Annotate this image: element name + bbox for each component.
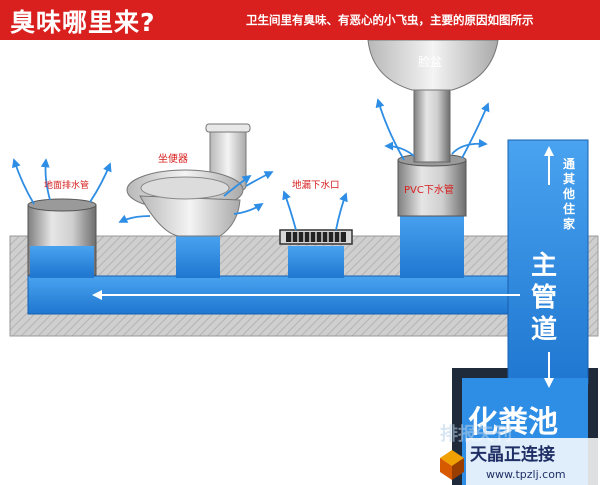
basin-label: 脸盆 xyxy=(418,55,442,69)
other-units-char: 住 xyxy=(563,201,575,216)
pvc-pipe-label: PVC下水管 xyxy=(404,183,454,196)
main-pipe-char: 主 xyxy=(531,251,557,281)
toilet-label: 坐便器 xyxy=(158,152,188,165)
pvc-drain-pipe xyxy=(397,87,467,217)
floor-drain-left-label: 地面排水管 xyxy=(44,179,89,191)
septic-label: 化粪池 xyxy=(468,405,558,440)
odor-arrows xyxy=(12,98,490,231)
other-units-label: 通 其 他 住 家 xyxy=(562,156,576,231)
page-subtitle: 卫生间里有臭味、有恶心的小飞虫，主要的原因如图所示 xyxy=(246,13,534,27)
toilet xyxy=(126,123,251,237)
other-units-char: 通 xyxy=(563,156,575,171)
watermark-url: www.tpzlj.com xyxy=(486,468,566,481)
page-title: 臭味哪里来? xyxy=(10,8,156,37)
header-banner: 臭味哪里来? 卫生间里有臭味、有恶心的小飞虫，主要的原因如图所示 xyxy=(0,0,600,40)
other-units-char: 他 xyxy=(562,186,575,201)
watermark: 排报矢刊 天晶正连接 www.tpzlj.com xyxy=(440,423,600,485)
wash-basin xyxy=(367,40,499,91)
floor-drain-pipe-left xyxy=(27,198,97,276)
main-pipe-char: 管 xyxy=(531,283,557,313)
watermark-brand: 天晶正连接 xyxy=(470,444,555,465)
main-pipe-char: 道 xyxy=(531,314,557,345)
floor-drain-grate xyxy=(279,229,353,245)
logo-cube-icon xyxy=(440,450,464,480)
plumbing-diagram: 地面排水管 坐便器 地漏下水口 PVC下水管 脸盆 通 其 他 住 家 主 管 … xyxy=(9,40,600,485)
main-pipe-label: 主 管 道 xyxy=(531,251,557,345)
other-units-char: 其 xyxy=(563,171,575,186)
other-units-char: 家 xyxy=(563,216,576,231)
floor-drain-label: 地漏下水口 xyxy=(292,179,340,191)
